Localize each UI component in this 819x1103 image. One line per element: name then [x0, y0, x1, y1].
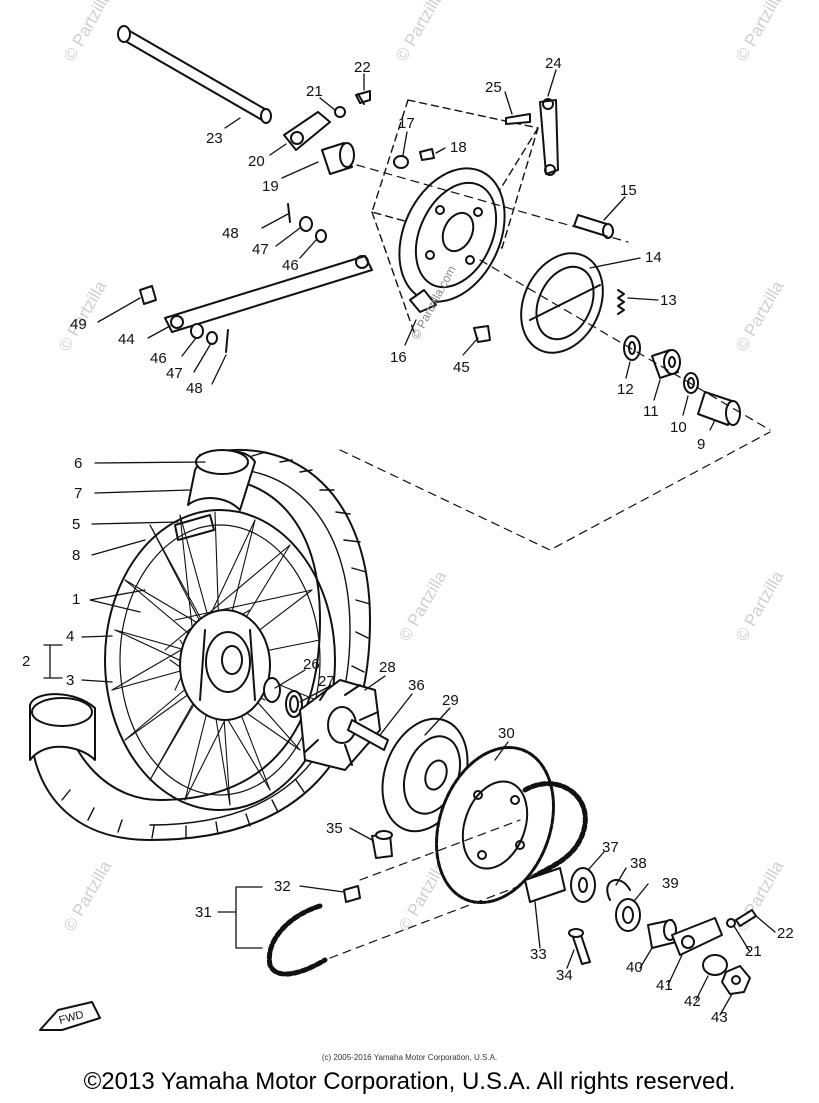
collar [321, 142, 355, 175]
callout-8: 8 [72, 547, 80, 564]
callout-19: 19 [262, 178, 279, 195]
callout-16: 16 [390, 349, 407, 366]
right-bearing [570, 867, 596, 903]
callout-11: 11 [643, 403, 659, 420]
callout-labels: 23 21 22 20 19 17 18 25 24 15 14 13 48 4… [22, 55, 794, 1027]
oil-seal [623, 335, 641, 361]
callout-35: 35 [326, 820, 343, 837]
callout-47: 47 [252, 241, 269, 258]
callout-48b: 48 [186, 380, 203, 397]
callout-6: 6 [74, 455, 82, 472]
callout-2: 2 [22, 653, 30, 670]
chain-adjuster-right [671, 909, 757, 956]
callout-9: 9 [697, 436, 705, 453]
sprocket-shaft [347, 719, 389, 751]
callout-20: 20 [248, 153, 265, 170]
chain-adjuster-left [283, 90, 371, 151]
brake-camshaft [393, 148, 435, 169]
rear-sprocket [435, 746, 555, 904]
callout-30: 30 [498, 725, 515, 742]
callout-47b: 47 [166, 365, 183, 382]
callout-46b: 46 [150, 350, 167, 367]
callout-29: 29 [442, 692, 459, 709]
right-collar [647, 919, 677, 949]
axle-shaft [117, 25, 272, 124]
callout-27: 27 [318, 673, 335, 690]
callout-37: 37 [602, 839, 619, 856]
callout-1: 1 [72, 591, 80, 608]
callout-10: 10 [670, 419, 687, 436]
callout-41: 41 [656, 977, 673, 994]
right-oil-seal [615, 898, 641, 932]
shaft-15 [573, 214, 614, 239]
torque-rod [139, 255, 373, 333]
brake-shoe-plate [371, 99, 539, 336]
brake-shoe [520, 252, 604, 354]
callout-21b: 21 [745, 943, 762, 960]
callout-31: 31 [195, 904, 212, 921]
callout-3: 3 [66, 672, 74, 689]
callout-24: 24 [545, 55, 562, 72]
cam-lever [505, 98, 559, 176]
callout-13: 13 [660, 292, 677, 309]
spacer-collar [697, 391, 741, 426]
callout-44: 44 [118, 331, 135, 348]
callout-4: 4 [66, 628, 74, 645]
callout-18: 18 [450, 139, 467, 156]
callout-21: 21 [306, 83, 323, 100]
callout-26: 26 [303, 656, 320, 673]
copyright-main: ©2013 Yamaha Motor Corporation, U.S.A. A… [83, 1068, 736, 1095]
master-link [524, 867, 591, 965]
chain-joint [343, 885, 361, 903]
callout-45: 45 [453, 359, 470, 376]
callout-43: 43 [711, 1009, 728, 1026]
right-circlip [606, 879, 631, 901]
callout-7: 7 [74, 485, 82, 502]
hub-collar-and-oring [263, 677, 303, 718]
callout-12: 12 [617, 381, 634, 398]
drive-chain [266, 781, 588, 977]
callout-49: 49 [70, 316, 87, 333]
callout-34: 34 [556, 967, 573, 984]
callout-38: 38 [630, 855, 647, 872]
callout-5: 5 [72, 516, 80, 533]
callout-48: 48 [222, 225, 239, 242]
callout-32: 32 [274, 878, 291, 895]
callout-25: 25 [485, 79, 502, 96]
copyright-small: (c) 2005-2016 Yamaha Motor Corporation, … [321, 1053, 498, 1062]
callout-46: 46 [282, 257, 299, 274]
fwd-arrow-icon [39, 1001, 101, 1031]
bearing [651, 349, 681, 379]
clutch-damper [299, 679, 381, 771]
washer [190, 203, 491, 353]
callout-42: 42 [684, 993, 701, 1010]
return-spring [617, 289, 625, 315]
callout-40: 40 [626, 959, 643, 976]
callout-33: 33 [530, 946, 547, 963]
callout-28: 28 [379, 659, 396, 676]
callout-22b: 22 [777, 925, 794, 942]
callout-17: 17 [398, 115, 415, 132]
callout-14: 14 [645, 249, 662, 266]
callout-22: 22 [354, 59, 371, 76]
callout-39: 39 [662, 875, 679, 892]
collar-35 [371, 830, 393, 859]
callout-15: 15 [620, 182, 637, 199]
callout-23: 23 [206, 130, 223, 147]
callout-36: 36 [408, 677, 425, 694]
axle-washer-and-nut [702, 954, 751, 995]
rear-wheel [29, 449, 371, 841]
